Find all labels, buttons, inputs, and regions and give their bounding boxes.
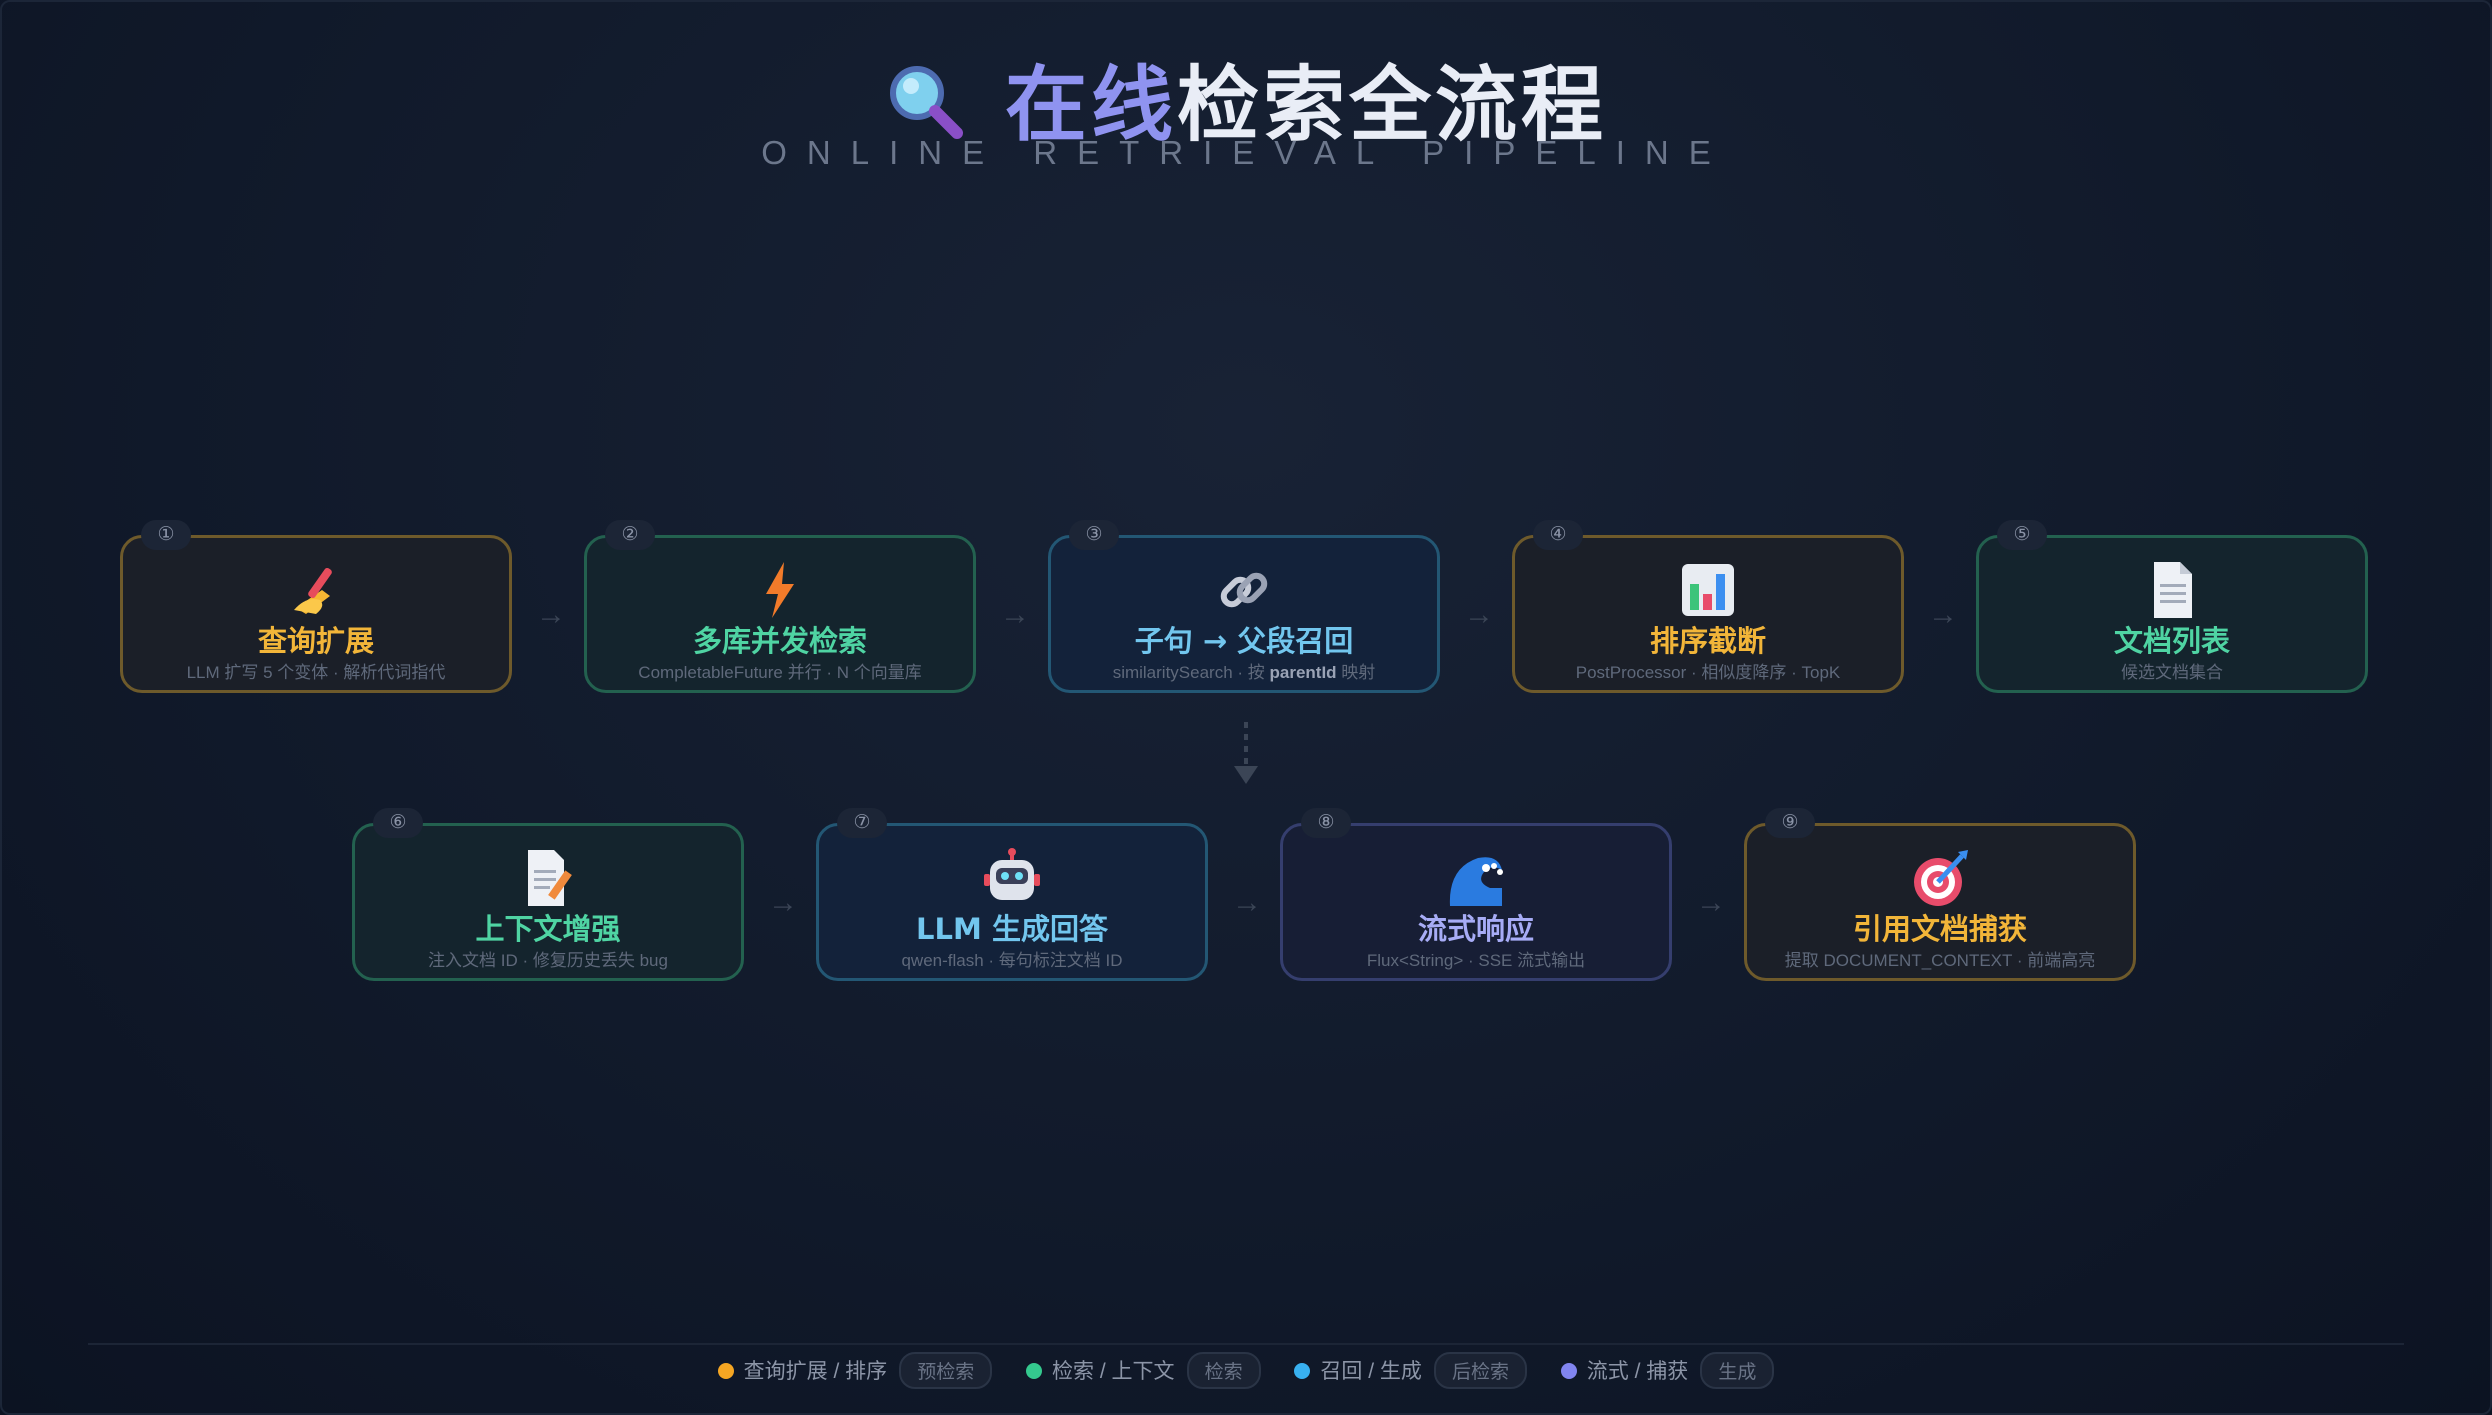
legend-label: 查询扩展 / 排序	[743, 1360, 888, 1383]
legend-item-generate: 流式 / 捕获生成	[1560, 1352, 1775, 1389]
step-description: CompletableFuture 并行 · N 个向量库	[638, 663, 922, 682]
legend-tag: 生成	[1700, 1352, 1775, 1389]
target-icon	[1914, 850, 1968, 906]
step-description: 提取 DOCUMENT_CONTEXT · 前端高亮	[1784, 951, 2096, 970]
step-badge: ⑤	[1997, 520, 2047, 550]
legend-item-retrieve: 检索 / 上下文检索	[1026, 1352, 1261, 1389]
parentid-keyword: parentId	[1269, 663, 1337, 682]
legend-dot	[1026, 1363, 1043, 1379]
step-description: 注入文档 ID · 修复历史丢失 bug	[428, 951, 668, 970]
legend-dot	[1294, 1363, 1311, 1379]
lightning-icon	[766, 562, 794, 618]
legend-tag: 预检索	[899, 1352, 993, 1389]
down-arrow-connector	[1234, 722, 1258, 784]
step-description: Flux<String> · SSE 流式输出	[1366, 951, 1586, 970]
step-title: 查询扩展	[257, 624, 374, 658]
step-title: 上下文增强	[475, 912, 621, 946]
legend-label: 检索 / 上下文	[1052, 1360, 1175, 1383]
flow-arrow: →	[536, 598, 566, 631]
flow-arrow: →	[1696, 886, 1726, 919]
step-description: qwen-flash · 每句标注文档 ID	[901, 951, 1123, 970]
legend-item-postretrieve: 召回 / 生成后检索	[1294, 1352, 1527, 1389]
step-title: 文档列表	[2113, 624, 2230, 658]
link-icon	[1220, 572, 1268, 608]
legend-tag: 检索	[1186, 1352, 1261, 1389]
flow-arrow: →	[1464, 598, 1494, 631]
step-title: 子句 → 父段召回	[1134, 624, 1354, 658]
flow-arrow: →	[1000, 598, 1030, 631]
memo-icon	[528, 850, 572, 906]
legend: 查询扩展 / 排序预检索 检索 / 上下文检索 召回 / 生成后检索 流式 / …	[0, 1352, 2492, 1389]
magnifier-icon	[889, 66, 963, 139]
legend-label: 召回 / 生成	[1320, 1360, 1422, 1383]
title-highlight: 在线	[1004, 58, 1177, 153]
footer-divider	[88, 1343, 2404, 1345]
step-description: PostProcessor · 相似度降序 · TopK	[1575, 663, 1841, 682]
bar-chart-icon	[1682, 564, 1734, 616]
legend-tag: 后检索	[1433, 1352, 1527, 1389]
title-main: 检索全流程	[1177, 58, 1608, 153]
step-badge: ③	[1069, 520, 1119, 550]
page-title: 在线检索全流程	[0, 38, 2492, 157]
page-subtitle: ONLINE RETRIEVAL PIPELINE	[761, 134, 1731, 171]
step-card-9: ⑨ 引用文档捕获 提取 DOCUMENT_CONTEXT · 前端高亮	[1744, 808, 2136, 981]
step-description: LLM 扩写 5 个变体 · 解析代词指代	[186, 663, 446, 682]
flow-arrow: →	[1928, 598, 1958, 631]
step-description: 候选文档集合	[2121, 663, 2223, 682]
step-card-6: ⑥ 上下文增强 注入文档 ID · 修复历史丢失 bug	[352, 808, 744, 981]
step-card-8: ⑧ 流式响应 Flux<String> · SSE 流式输出	[1280, 808, 1672, 981]
step-badge: ⑧	[1301, 808, 1351, 838]
step-card-5: ⑤ 文档列表 候选文档集合	[1976, 520, 2368, 693]
step-description: similaritySearch · 按 parentId 映射	[1112, 663, 1376, 682]
step-title: 引用文档捕获	[1852, 912, 2027, 946]
flow-arrow: →	[768, 886, 798, 919]
step-badge: ④	[1533, 520, 1583, 550]
writing-hand-icon	[294, 567, 332, 614]
legend-dot	[1560, 1363, 1577, 1379]
document-icon	[2154, 562, 2192, 618]
step-card-2: ② 多库并发检索 CompletableFuture 并行 · N 个向量库	[584, 520, 976, 693]
legend-item-prefetch: 查询扩展 / 排序预检索	[717, 1352, 993, 1389]
step-badge: ⑥	[373, 808, 423, 838]
legend-dot	[717, 1363, 734, 1379]
step-title: 流式响应	[1417, 912, 1534, 946]
step-card-7: ⑦ LLM 生成回答 qwen-flash · 每句标注文档 ID	[816, 808, 1208, 981]
step-title: LLM 生成回答	[916, 912, 1108, 946]
step-badge: ⑦	[837, 808, 887, 838]
flow-arrow: →	[1232, 886, 1262, 919]
step-badge: ⑨	[1765, 808, 1815, 838]
step-badge: ②	[605, 520, 655, 550]
step-title: 多库并发检索	[692, 624, 867, 658]
step-badge: ①	[141, 520, 191, 550]
wave-icon	[1449, 857, 1503, 906]
legend-label: 流式 / 捕获	[1586, 1360, 1689, 1383]
robot-icon	[984, 848, 1040, 900]
step-card-3: ③ 子句 → 父段召回 similaritySearch · 按 parentI…	[1048, 520, 1440, 693]
step-card-1: ① 查询扩展 LLM 扩写 5 个变体 · 解析代词指代	[120, 520, 512, 693]
step-card-4: ④ 排序截断 PostProcessor · 相似度降序 · TopK	[1512, 520, 1904, 693]
step-title: 排序截断	[1649, 624, 1766, 658]
